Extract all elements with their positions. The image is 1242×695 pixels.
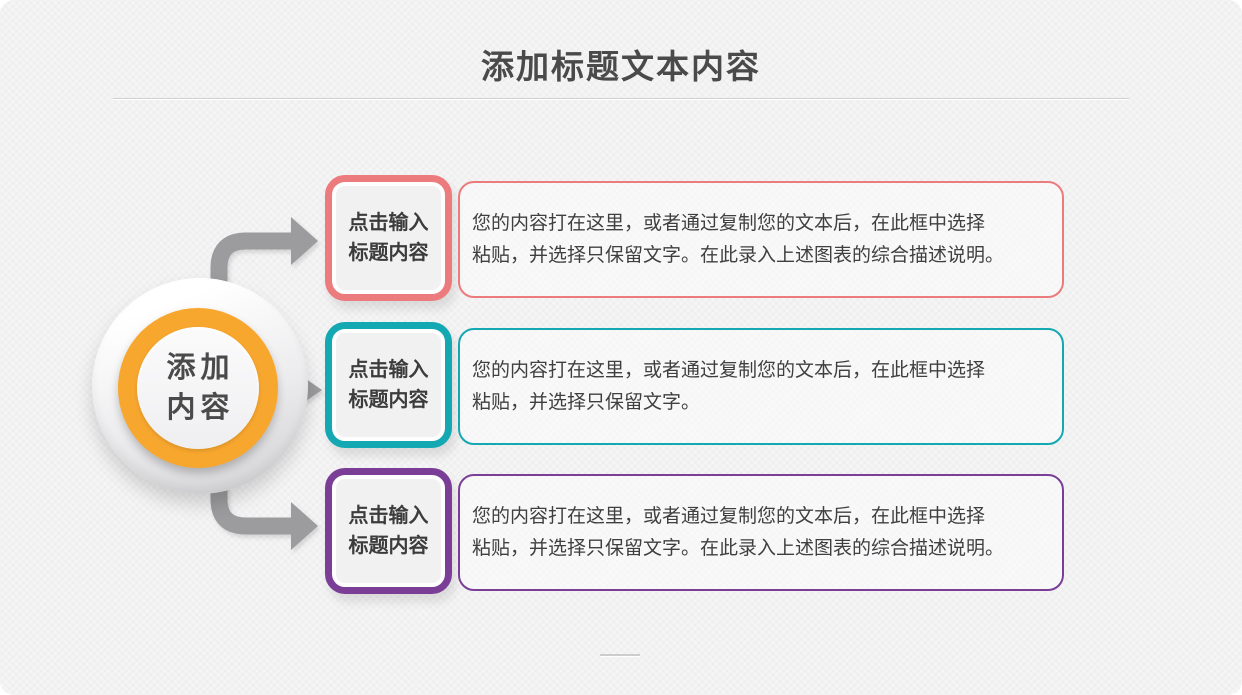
body-placeholder-text: 您的内容打在这里，或者通过复制您的文本后，在此框中选择 粘贴，并选择只保留文字。… — [472, 505, 1005, 559]
body-placeholder-box[interactable]: 您的内容打在这里，或者通过复制您的文本后，在此框中选择 粘贴，并选择只保留文字。… — [458, 474, 1064, 591]
body-placeholder-box[interactable]: 您的内容打在这里，或者通过复制您的文本后，在此框中选择 粘贴，并选择只保留文字。… — [458, 181, 1064, 298]
hub-inner-circle: 添加 内容 — [137, 327, 259, 449]
hub-ring: 添加 内容 — [118, 308, 278, 468]
title-placeholder-label: 点击输入 标题内容 — [348, 359, 429, 411]
title-placeholder-box[interactable]: 点击输入 标题内容 — [325, 175, 452, 301]
body-placeholder-text: 您的内容打在这里，或者通过复制您的文本后，在此框中选择 粘贴，并选择只保留文字。 — [472, 359, 986, 413]
title-placeholder-label: 点击输入 标题内容 — [348, 212, 429, 264]
content-hub: 添加 内容 — [92, 278, 308, 494]
diagram-row: 点击输入 标题内容 您的内容打在这里，或者通过复制您的文本后，在此框中选择 粘贴… — [325, 175, 1064, 302]
footer-dash — [600, 654, 640, 656]
body-placeholder-box[interactable]: 您的内容打在这里，或者通过复制您的文本后，在此框中选择 粘贴，并选择只保留文字。 — [458, 328, 1064, 445]
hub-label[interactable]: 添加 内容 — [166, 352, 235, 424]
body-placeholder-text: 您的内容打在这里，或者通过复制您的文本后，在此框中选择 粘贴，并选择只保留文字。… — [472, 212, 1005, 266]
diagram-row: 点击输入 标题内容 您的内容打在这里，或者通过复制您的文本后，在此框中选择 粘贴… — [325, 322, 1064, 449]
title-placeholder-box[interactable]: 点击输入 标题内容 — [325, 468, 452, 594]
title-divider — [113, 98, 1129, 99]
title-placeholder-box[interactable]: 点击输入 标题内容 — [325, 322, 452, 448]
title-placeholder-label: 点击输入 标题内容 — [348, 505, 429, 557]
slide-title[interactable]: 添加标题文本内容 — [481, 50, 761, 86]
diagram-row: 点击输入 标题内容 您的内容打在这里，或者通过复制您的文本后，在此框中选择 粘贴… — [325, 468, 1064, 595]
